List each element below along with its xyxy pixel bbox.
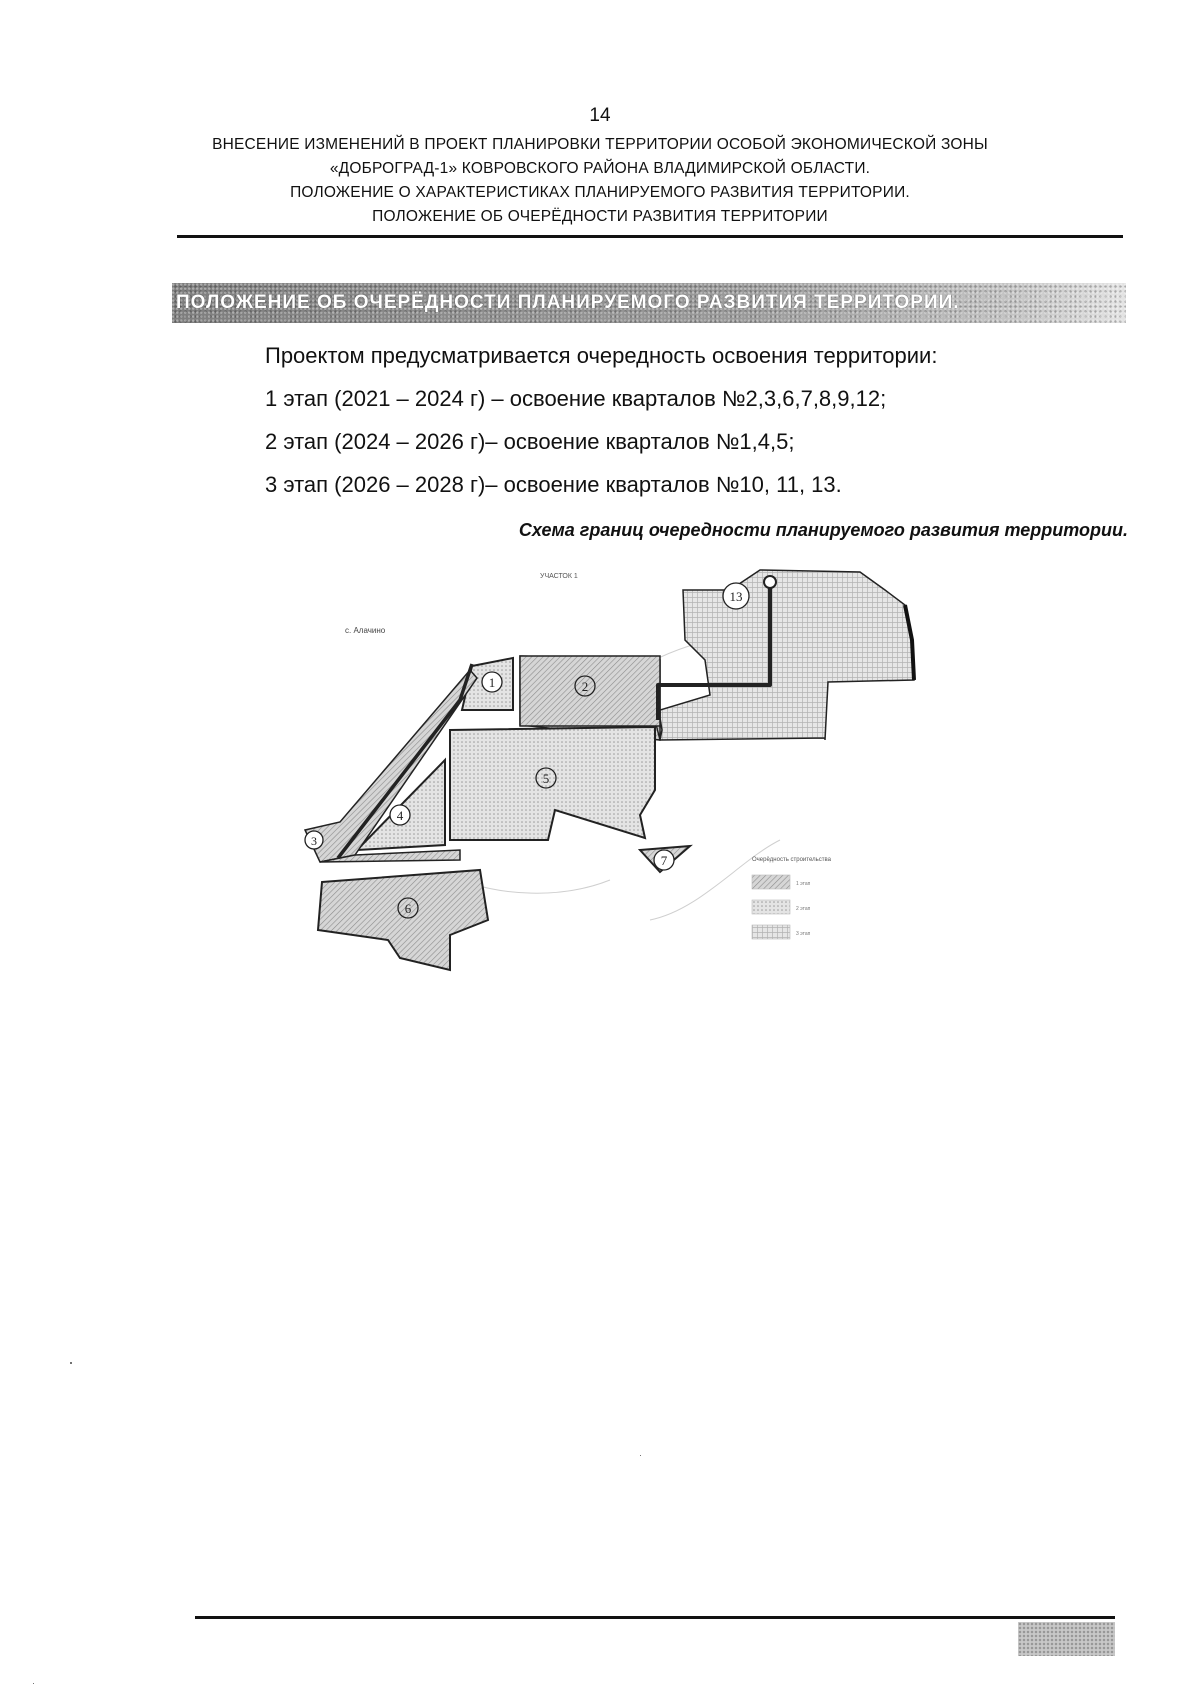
header-divider [177,235,1123,238]
village-label: с. Алачино [345,626,386,635]
quarter-2-body [519,655,661,727]
road-end-node [763,575,777,589]
area-label: УЧАСТОК 1 [540,573,578,580]
scan-speck [33,1683,34,1684]
header-line: ВНЕСЕНИЕ ИЗМЕНЕНИЙ В ПРОЕКТ ПЛАНИРОВКИ Т… [212,136,988,153]
footer-stamp [1018,1622,1115,1656]
quarter-13-area [659,569,915,741]
quarter-5-label: 5 [543,771,550,786]
scan-speck [640,1455,641,1456]
quarter-7-label: 7 [661,853,668,868]
road-line [656,585,772,720]
quarter-4-label: 4 [397,808,404,823]
footer-divider [195,1616,1115,1619]
legend-label-1: 1 этап [796,881,811,887]
quarter-13-east-edge [903,604,916,681]
document-header: ВНЕСЕНИЕ ИЗМЕНЕНИЙ В ПРОЕКТ ПЛАНИРОВКИ Т… [140,133,1060,229]
header-line: ПОЛОЖЕНИЕ ОБ ОЧЕРЁДНОСТИ РАЗВИТИЯ ТЕРРИТ… [372,208,828,225]
legend-swatch-1 [751,874,791,890]
quarter-3-label: 3 [311,834,317,848]
quarter-6-label: 6 [405,901,412,916]
development-stage-map: УЧАСТОК 1 с. Алачино 1 2 3 4 5 6 7 13 Оч… [303,569,916,972]
quarter-5-area [449,725,656,841]
header-line: «ДОБРОГРАД-1» КОВРОВСКОГО РАЙОНА ВЛАДИМИ… [329,160,871,177]
header-line: ПОЛОЖЕНИЕ О ХАРАКТЕРИСТИКАХ ПЛАНИРУЕМОГО… [290,184,910,201]
map-legend: Очерёдность строительства 1 этап 2 этап … [751,857,832,940]
legend-swatch-3 [751,924,791,940]
section-banner: ПОЛОЖЕНИЕ ОБ ОЧЕРЁДНОСТИ ПЛАНИРУЕМОГО РА… [172,283,1126,323]
map-caption: Схема границ очередности планируемого ра… [518,520,1128,540]
stage-line-1: 1 этап (2021 – 2024 г) – освоение кварта… [265,386,887,411]
stage-line-3: 3 этап (2026 – 2028 г)– освоение квартал… [265,472,842,497]
quarter-6-area [316,868,490,972]
quarter-3-band [319,849,461,863]
page-number: 14 [589,105,611,126]
quarter-1-label: 1 [489,675,496,690]
legend-title: Очерёдность строительства [752,857,832,863]
scan-speck [70,1362,72,1364]
legend-swatch-2 [751,899,791,915]
quarter-2-label: 2 [582,679,589,694]
legend-label-3: 3 этап [796,931,811,937]
road-line-diagonal [336,663,474,860]
body-intro: Проектом предусматривается очередность о… [265,343,938,368]
quarter-13-label: 13 [730,589,743,604]
section-title: ПОЛОЖЕНИЕ ОБ ОЧЕРЁДНОСТИ ПЛАНИРУЕМОГО РА… [176,292,960,313]
stage-line-2: 2 этап (2024 – 2026 г)– освоение квартал… [265,429,795,454]
legend-label-2: 2 этап [796,906,811,912]
